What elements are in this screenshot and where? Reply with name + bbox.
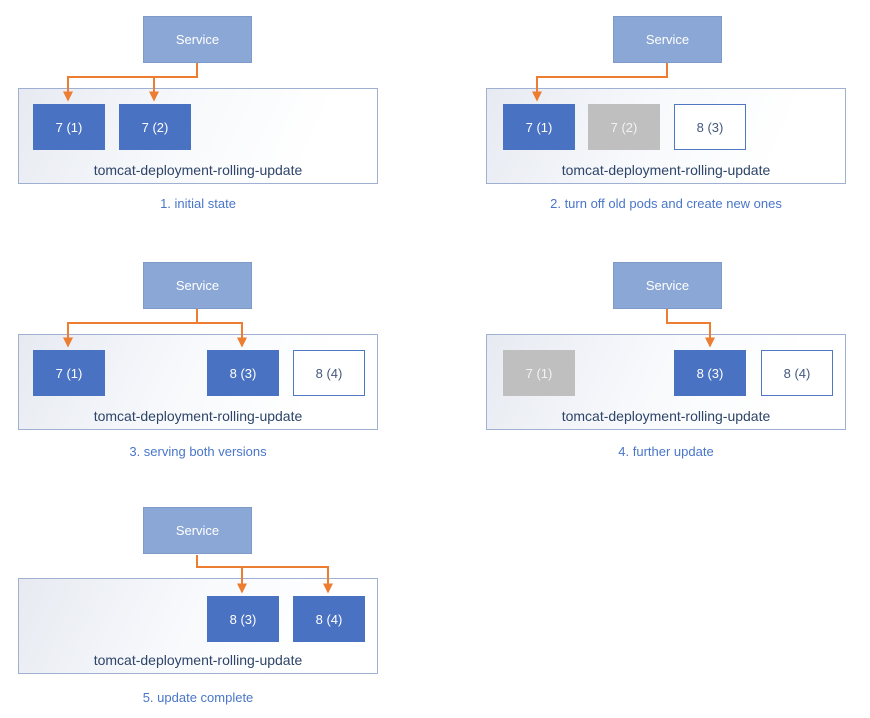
pod-label: 8 (3) bbox=[229, 365, 257, 381]
service-box-panel4: Service bbox=[613, 262, 722, 309]
pod-label: 8 (3) bbox=[696, 365, 724, 381]
panel3-caption: 3. serving both versions bbox=[129, 444, 267, 459]
deployment-box-panel4: 7 (1) 8 (3) 8 (4) tomcat-deployment-roll… bbox=[486, 334, 846, 430]
pod-label: 7 (2) bbox=[141, 119, 169, 135]
pod-label: 7 (1) bbox=[55, 119, 83, 135]
service-label: Service bbox=[175, 523, 220, 538]
pod-7-1: 7 (1) bbox=[503, 104, 575, 150]
deployment-box-panel1: 7 (1) 7 (2) tomcat-deployment-rolling-up… bbox=[18, 88, 378, 184]
pod-8-3: 8 (3) bbox=[674, 350, 746, 396]
deployment-box-panel2: 7 (1) 7 (2) 8 (3) tomcat-deployment-roll… bbox=[486, 88, 846, 184]
deployment-label: tomcat-deployment-rolling-update bbox=[93, 408, 303, 424]
pod-label: 8 (4) bbox=[783, 365, 811, 381]
pod-label: 8 (4) bbox=[315, 611, 343, 627]
service-box-panel1: Service bbox=[143, 16, 252, 63]
pod-8-4: 8 (4) bbox=[761, 350, 833, 396]
panel2-caption: 2. turn off old pods and create new ones bbox=[550, 196, 782, 211]
pod-label: 8 (4) bbox=[315, 365, 343, 381]
panel4-caption: 4. further update bbox=[618, 444, 714, 459]
service-box-panel2: Service bbox=[613, 16, 722, 63]
deployment-label: tomcat-deployment-rolling-update bbox=[93, 162, 303, 178]
pod-label: 7 (1) bbox=[525, 119, 553, 135]
pod-label: 8 (3) bbox=[696, 119, 724, 135]
pod-8-3: 8 (3) bbox=[674, 104, 746, 150]
pod-7-1: 7 (1) bbox=[33, 104, 105, 150]
deployment-box-panel5: 8 (3) 8 (4) tomcat-deployment-rolling-up… bbox=[18, 578, 378, 674]
deployment-label: tomcat-deployment-rolling-update bbox=[561, 162, 771, 178]
service-box-panel3: Service bbox=[143, 262, 252, 309]
panel5-caption: 5. update complete bbox=[142, 690, 254, 705]
pod-8-4: 8 (4) bbox=[293, 596, 365, 642]
deployment-label: tomcat-deployment-rolling-update bbox=[93, 652, 303, 668]
deployment-label: tomcat-deployment-rolling-update bbox=[561, 408, 771, 424]
service-label: Service bbox=[645, 278, 690, 293]
pod-label: 7 (2) bbox=[610, 119, 638, 135]
pod-8-3: 8 (3) bbox=[207, 596, 279, 642]
service-label: Service bbox=[175, 278, 220, 293]
service-label: Service bbox=[645, 32, 690, 47]
pod-label: 8 (3) bbox=[229, 611, 257, 627]
pod-7-2: 7 (2) bbox=[119, 104, 191, 150]
service-label: Service bbox=[175, 32, 220, 47]
pod-label: 7 (1) bbox=[525, 365, 553, 381]
pod-7-2: 7 (2) bbox=[588, 104, 660, 150]
pod-label: 7 (1) bbox=[55, 365, 83, 381]
deployment-box-panel3: 7 (1) 8 (3) 8 (4) tomcat-deployment-roll… bbox=[18, 334, 378, 430]
panel1-caption: 1. initial state bbox=[160, 196, 236, 211]
service-box-panel5: Service bbox=[143, 507, 252, 554]
pod-7-1: 7 (1) bbox=[503, 350, 575, 396]
pod-7-1: 7 (1) bbox=[33, 350, 105, 396]
pod-8-3: 8 (3) bbox=[207, 350, 279, 396]
pod-8-4: 8 (4) bbox=[293, 350, 365, 396]
